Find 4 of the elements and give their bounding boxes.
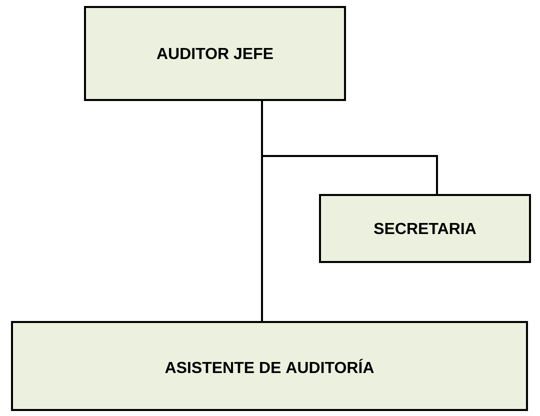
- connector-line: [261, 101, 263, 321]
- org-box: SECRETARIA: [319, 194, 531, 263]
- org-box: AUDITOR JEFE: [84, 6, 346, 101]
- org-box: ASISTENTE DE AUDITORÍA: [11, 320, 528, 411]
